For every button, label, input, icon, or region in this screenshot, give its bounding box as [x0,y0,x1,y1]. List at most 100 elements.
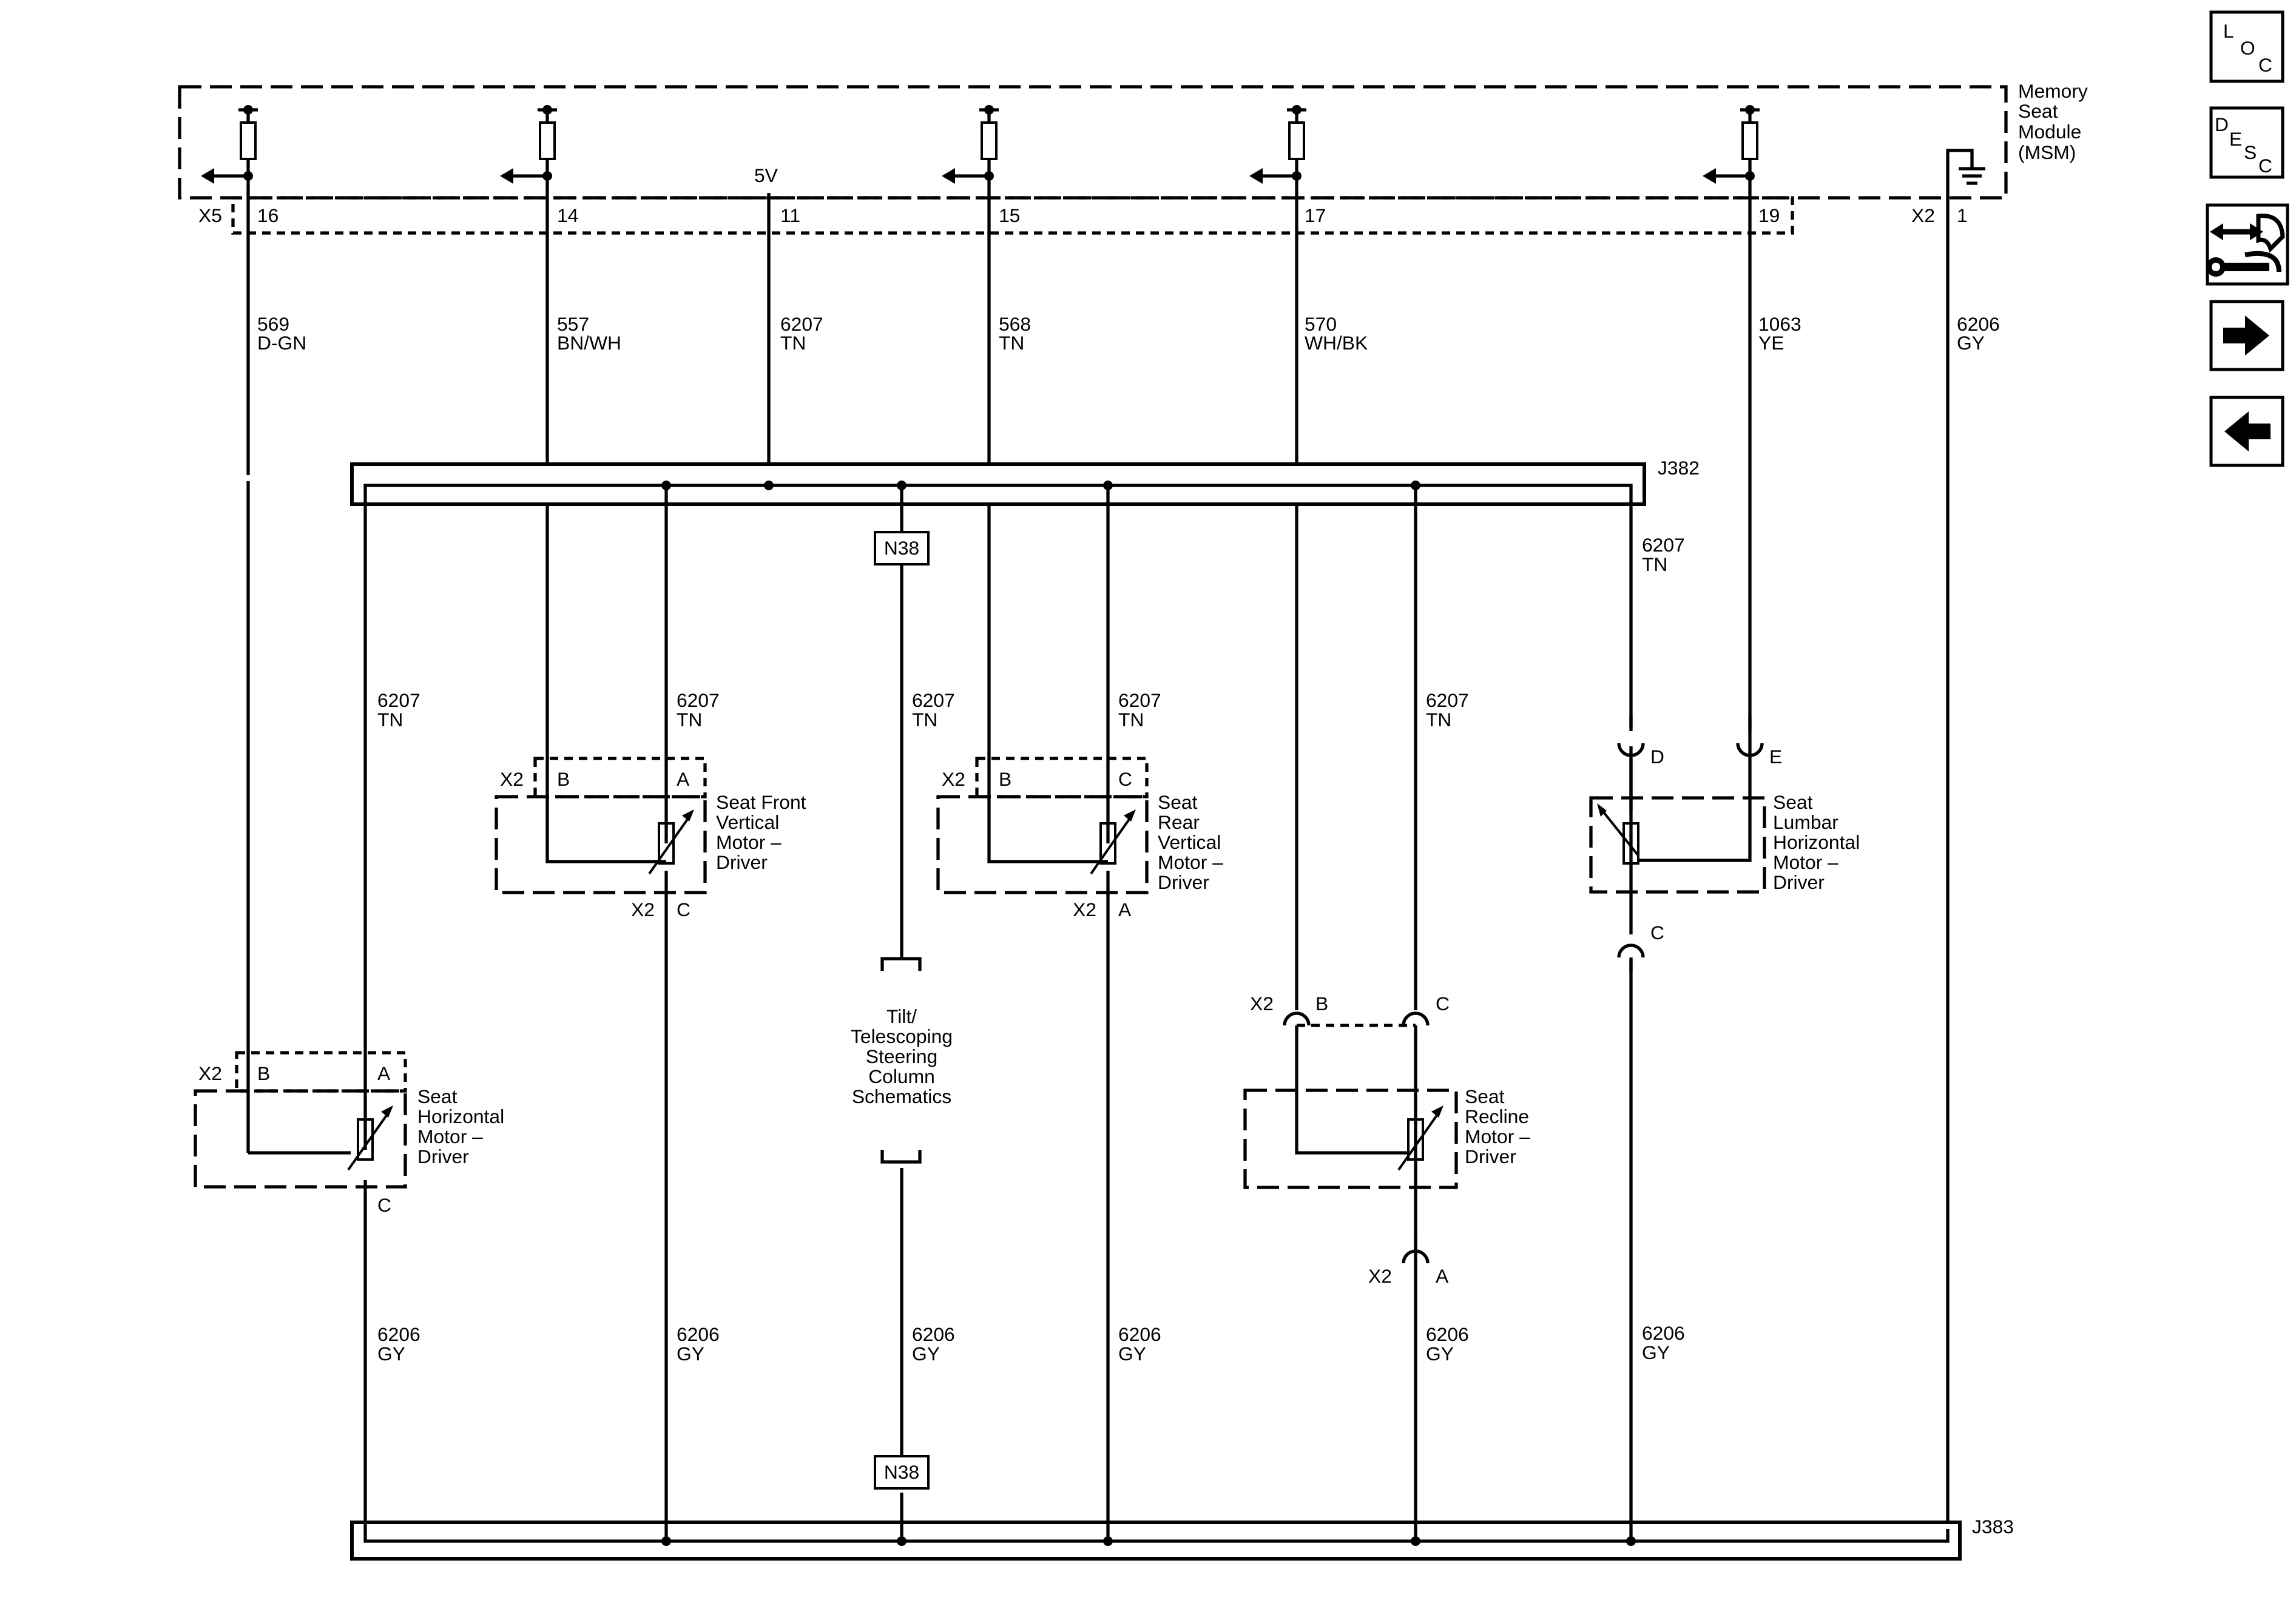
wire-557-circuit: 557 [557,313,589,335]
rear-vertical-connector-lower: X2 [1073,899,1096,920]
recline-label-4: Driver [1465,1146,1516,1167]
wire-569-color: D-GN [257,332,306,354]
rear-vertical-pin-a: A [1118,899,1132,920]
loc-button[interactable]: L O C [2209,10,2284,83]
branch-5-tn-color: TN [1426,709,1451,731]
seat-lumbar-motor: D E C Seat Lumbar Horizontal Motor – Dri… [1589,716,1860,971]
branch-1-gy-circuit: 6206 [377,1323,420,1345]
branch-2-tn-circuit: 6207 [677,689,720,711]
branch-5-gy-color: GY [1426,1343,1454,1365]
splice-j383-label: J383 [1972,1516,2014,1538]
front-vertical-pin-a: A [677,768,690,790]
branch-6-tn-color: TN [1642,553,1667,575]
horizontal-motor-icon [357,1118,374,1161]
memory-seat-module: Memory Seat Module (MSM) X5 X2 5V 16 14 … [178,80,2088,235]
ground-icon [1946,149,1985,222]
branch-3-gy-color: GY [912,1343,940,1365]
pin-11-label: 11 [780,204,800,226]
desc-letter-s: S [2244,141,2257,163]
front-vertical-motor-icon [658,822,675,865]
lumbar-label-2: Lumbar [1773,811,1838,833]
rear-vertical-pin-b: B [999,768,1011,790]
module-outline [178,85,2008,200]
pin-17-label: 17 [1305,204,1326,226]
branch-2-gy-color: GY [677,1343,704,1365]
driver-15-icon [942,105,999,184]
branch-5-tn-circuit: 6207 [1426,689,1469,711]
arrow-right-button[interactable] [2209,300,2284,371]
module-name-line-4: (MSM) [2018,141,2076,163]
column-ref-line-5: Schematics [852,1085,951,1107]
branch-4-tn-color: TN [1118,709,1144,731]
column-ref-line-4: Column [868,1065,935,1087]
recline-pin-a: A [1436,1265,1449,1287]
bar-crossings [235,475,261,481]
desc-button[interactable]: D E S C [2209,106,2284,179]
inline-connector-n38-bottom: N38 [874,1455,930,1490]
front-vertical-pin-b: B [557,768,570,790]
lumbar-label-5: Driver [1773,871,1825,893]
recline-pin-b: B [1315,993,1328,1014]
seat-front-vertical-motor: X2 B A X2 C Seat Front Vertical Motor – … [495,757,806,920]
seat-horizontal-motor: X2 B A C Seat Horizontal Motor – Driver [194,1051,504,1216]
connector-x2-label: X2 [1911,204,1935,226]
driver-outputs [201,105,1760,184]
wire-570-circuit: 570 [1305,313,1337,335]
recline-motor-icon [1407,1118,1424,1161]
front-vertical-connector-lower: X2 [631,899,655,920]
connector-repair-icon[interactable] [2206,203,2289,286]
column-ref-line-3: Steering [866,1045,937,1067]
pin-15-label: 15 [999,204,1020,226]
branch-3-gy-circuit: 6206 [912,1323,955,1345]
branch-6-gy-color: GY [1642,1342,1670,1363]
branch-1-tn-circuit: 6207 [377,689,420,711]
lumbar-pin-c: C [1650,922,1664,944]
branch-2-gy-circuit: 6206 [677,1323,720,1345]
arrow-left-button[interactable] [2209,396,2284,467]
desc-letter-c: C [2258,155,2272,177]
lumbar-label-3: Horizontal [1773,831,1860,853]
horizontal-label-1: Seat [417,1085,458,1107]
connector-x5-label: X5 [198,204,222,226]
x5-connector-outline [231,196,1794,235]
recline-pin-c: C [1436,993,1450,1014]
wire-6207-color: TN [780,332,806,354]
wire-568-color: TN [999,332,1024,354]
rear-vertical-pin-c: C [1118,768,1132,790]
wire-6206-color: GY [1957,332,1985,354]
branch-4-tn-circuit: 6207 [1118,689,1161,711]
branch-4-gy-color: GY [1118,1343,1146,1365]
loc-letter-l: L [2223,20,2234,42]
splice-j382: J382 [350,457,1700,1150]
wire-1063-color: YE [1758,332,1784,354]
pin-19-label: 19 [1758,204,1780,226]
recline-connector: X2 [1250,993,1274,1014]
inline-connector-n38-top: N38 [874,531,930,565]
n38-top-label: N38 [884,537,919,559]
wire-568-circuit: 568 [999,313,1031,335]
loc-letter-c: C [2258,54,2272,76]
wire-557-color: BN/WH [557,332,621,354]
n38-bottom-label: N38 [884,1461,919,1483]
horizontal-label-4: Driver [417,1146,469,1167]
loc-letter-o: O [2240,37,2255,59]
supply-5v-label: 5V [754,164,778,186]
wire-569-circuit: 569 [257,313,289,335]
module-output-wires [246,176,1950,1529]
recline-label-1: Seat [1465,1085,1505,1107]
branch-2-tn-color: TN [677,709,702,731]
driver-17-icon [1249,105,1306,184]
module-name-line-3: Module [2018,121,2081,143]
horizontal-pin-a: A [377,1062,391,1084]
rear-vertical-motor-icon [1099,822,1116,865]
branch-4-gy-circuit: 6206 [1118,1323,1161,1345]
branch-5-gy-circuit: 6206 [1426,1323,1469,1345]
driver-14-icon [500,105,557,184]
pin-16-label: 16 [257,204,279,226]
front-vertical-label-1: Seat Front [716,791,806,813]
rear-vertical-label-1: Seat [1158,791,1198,813]
lumbar-label-1: Seat [1773,791,1813,813]
front-vertical-label-3: Motor – [716,831,782,853]
lumbar-motor-icon [1622,822,1639,865]
arrow-left-icon [2224,411,2271,451]
